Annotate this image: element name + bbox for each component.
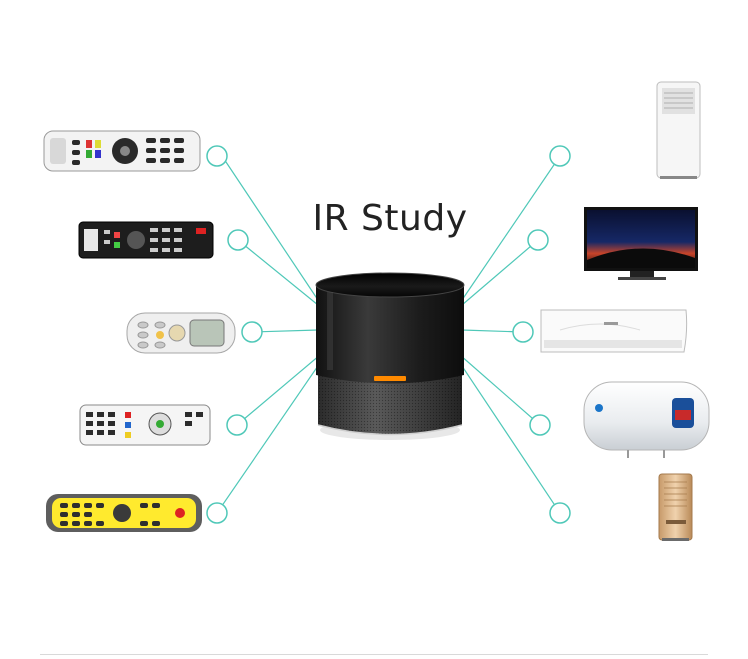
bottom-divider: [40, 654, 708, 655]
flat-screen-tv: [584, 207, 698, 280]
air-purifier: [658, 473, 693, 541]
remote-5: [46, 494, 202, 532]
ir-hub-device: [315, 272, 465, 440]
title: IR Study: [312, 198, 468, 239]
ir-indicator-light: [374, 376, 406, 381]
remote-1: [43, 130, 201, 172]
portable-air-conditioner: [656, 81, 701, 179]
remote-3: [126, 312, 236, 354]
remote-4: [79, 404, 211, 446]
connector-nodes: [206, 145, 571, 524]
electric-water-heater: [583, 381, 710, 458]
connector-lines: [216, 155, 561, 514]
split-air-conditioner: [540, 309, 688, 353]
remote-2: [78, 221, 214, 259]
